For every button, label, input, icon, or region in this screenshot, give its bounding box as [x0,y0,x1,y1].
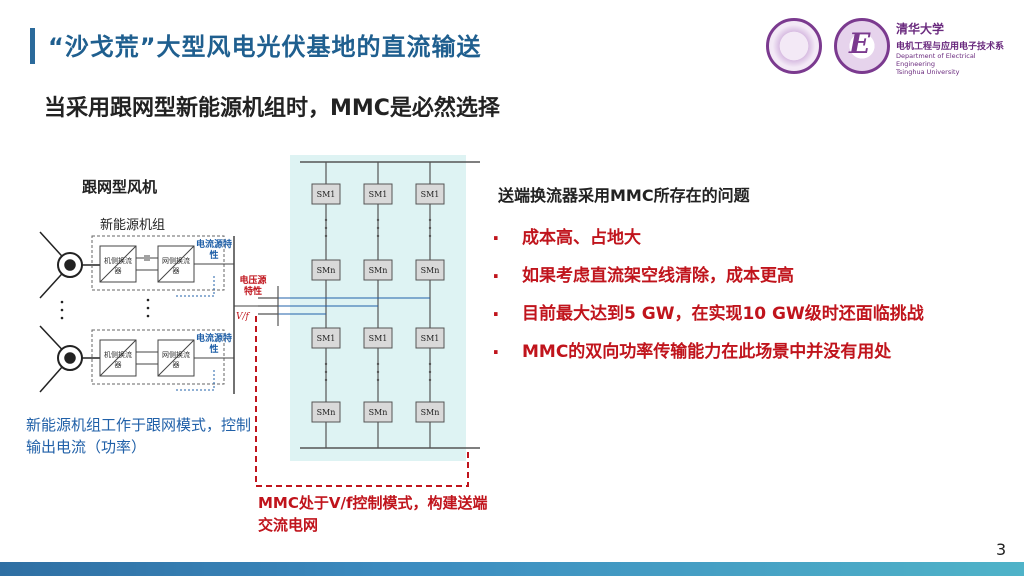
unit-dashed-box-2 [91,329,225,385]
sm-boxes [311,183,445,423]
department-logo-glyph: E [849,27,871,60]
vf-label: V/f [236,312,249,322]
vf-control-loop [255,316,469,487]
smn-label-c1: SMn [421,266,440,275]
department-name-cn: 电机工程与应用电子技术系 [896,42,1005,52]
unit-dashed-box [91,235,225,291]
wind-turbine-label: 跟网型风机 [82,178,158,196]
sm1-label-b2: SM1 [369,334,388,343]
department-name-en: Department of Electrical Engineering [896,52,976,68]
problems-list: 成本高、占地大 如果考虑直流架空线清除，成本更高 目前最大达到5 GW，在实现1… [492,226,924,378]
mmc-arm-dots [324,218,432,382]
sm1-label-c1: SM1 [421,190,440,199]
list-item: 如果考虑直流架空线清除，成本更高 [492,264,924,302]
tsinghua-seal-icon [766,18,822,74]
grid-converter-1-label: 网侧换流器 [162,257,190,275]
page-title: “沙戈荒”大型风电光伏基地的直流输送 [48,33,482,61]
grid-following-note: 新能源机组工作于跟网模式，控制输出电流（功率） [26,416,252,456]
logo-group: E 清华大学 电机工程与应用电子技术系 Department of Electr… [766,18,1016,76]
university-name: 清华大学 [896,22,945,36]
sm1-label-c2: SM1 [421,334,440,343]
bottom-accent-bar [0,562,1024,576]
list-item: 成本高、占地大 [492,226,924,264]
wind-turbine-2-icon [39,325,112,393]
grid-converter-2-label: 网侧换流器 [162,351,190,369]
machine-converter-2-label: 机侧换流器 [104,351,132,369]
sm1-label-b1: SM1 [369,190,388,199]
list-item: 目前最大达到5 GW，在实现10 GW级时还面临挑战 [492,302,924,340]
machine-converter-1-label: 机侧换流器 [104,257,132,275]
department-name: 清华大学 电机工程与应用电子技术系 Department of Electric… [896,20,1016,76]
vf-control-note: MMC处于V/f控制模式，构建送端交流电网 [258,494,488,534]
university-name-en: Tsinghua University [896,68,960,76]
title-accent-bar [30,28,35,64]
ellipsis-dots [60,298,150,320]
page-subtitle: 当采用跟网型新能源机组时，MMC是必然选择 [44,96,500,121]
smn-label-b2: SMn [369,408,388,417]
voltage-source-label: 电压源特性 [239,276,267,297]
smn-label-a2: SMn [317,408,336,417]
smn-label-a1: SMn [317,266,336,275]
unit-label: 新能源机组 [100,218,166,233]
ac-midpoint-lines [278,297,430,315]
list-item: MMC的双向功率传输能力在此场景中并没有用处 [492,340,924,378]
mmc-arms [325,162,431,448]
current-source-label-1: 电流源特性 [196,240,233,261]
smn-label-c2: SMn [421,408,440,417]
wind-turbine-1-icon [39,231,112,299]
department-logo-icon: E [834,18,890,74]
current-source-label-2: 电流源特性 [196,334,233,355]
control-arrows [176,276,215,391]
sm1-label-a1: SM1 [317,190,336,199]
sm1-label-a2: SM1 [317,334,336,343]
smn-label-b1: SMn [369,266,388,275]
problems-heading: 送端换流器采用MMC所存在的问题 [498,186,750,205]
page-number: 3 [996,540,1007,559]
ac-terminal-lines [258,286,279,326]
